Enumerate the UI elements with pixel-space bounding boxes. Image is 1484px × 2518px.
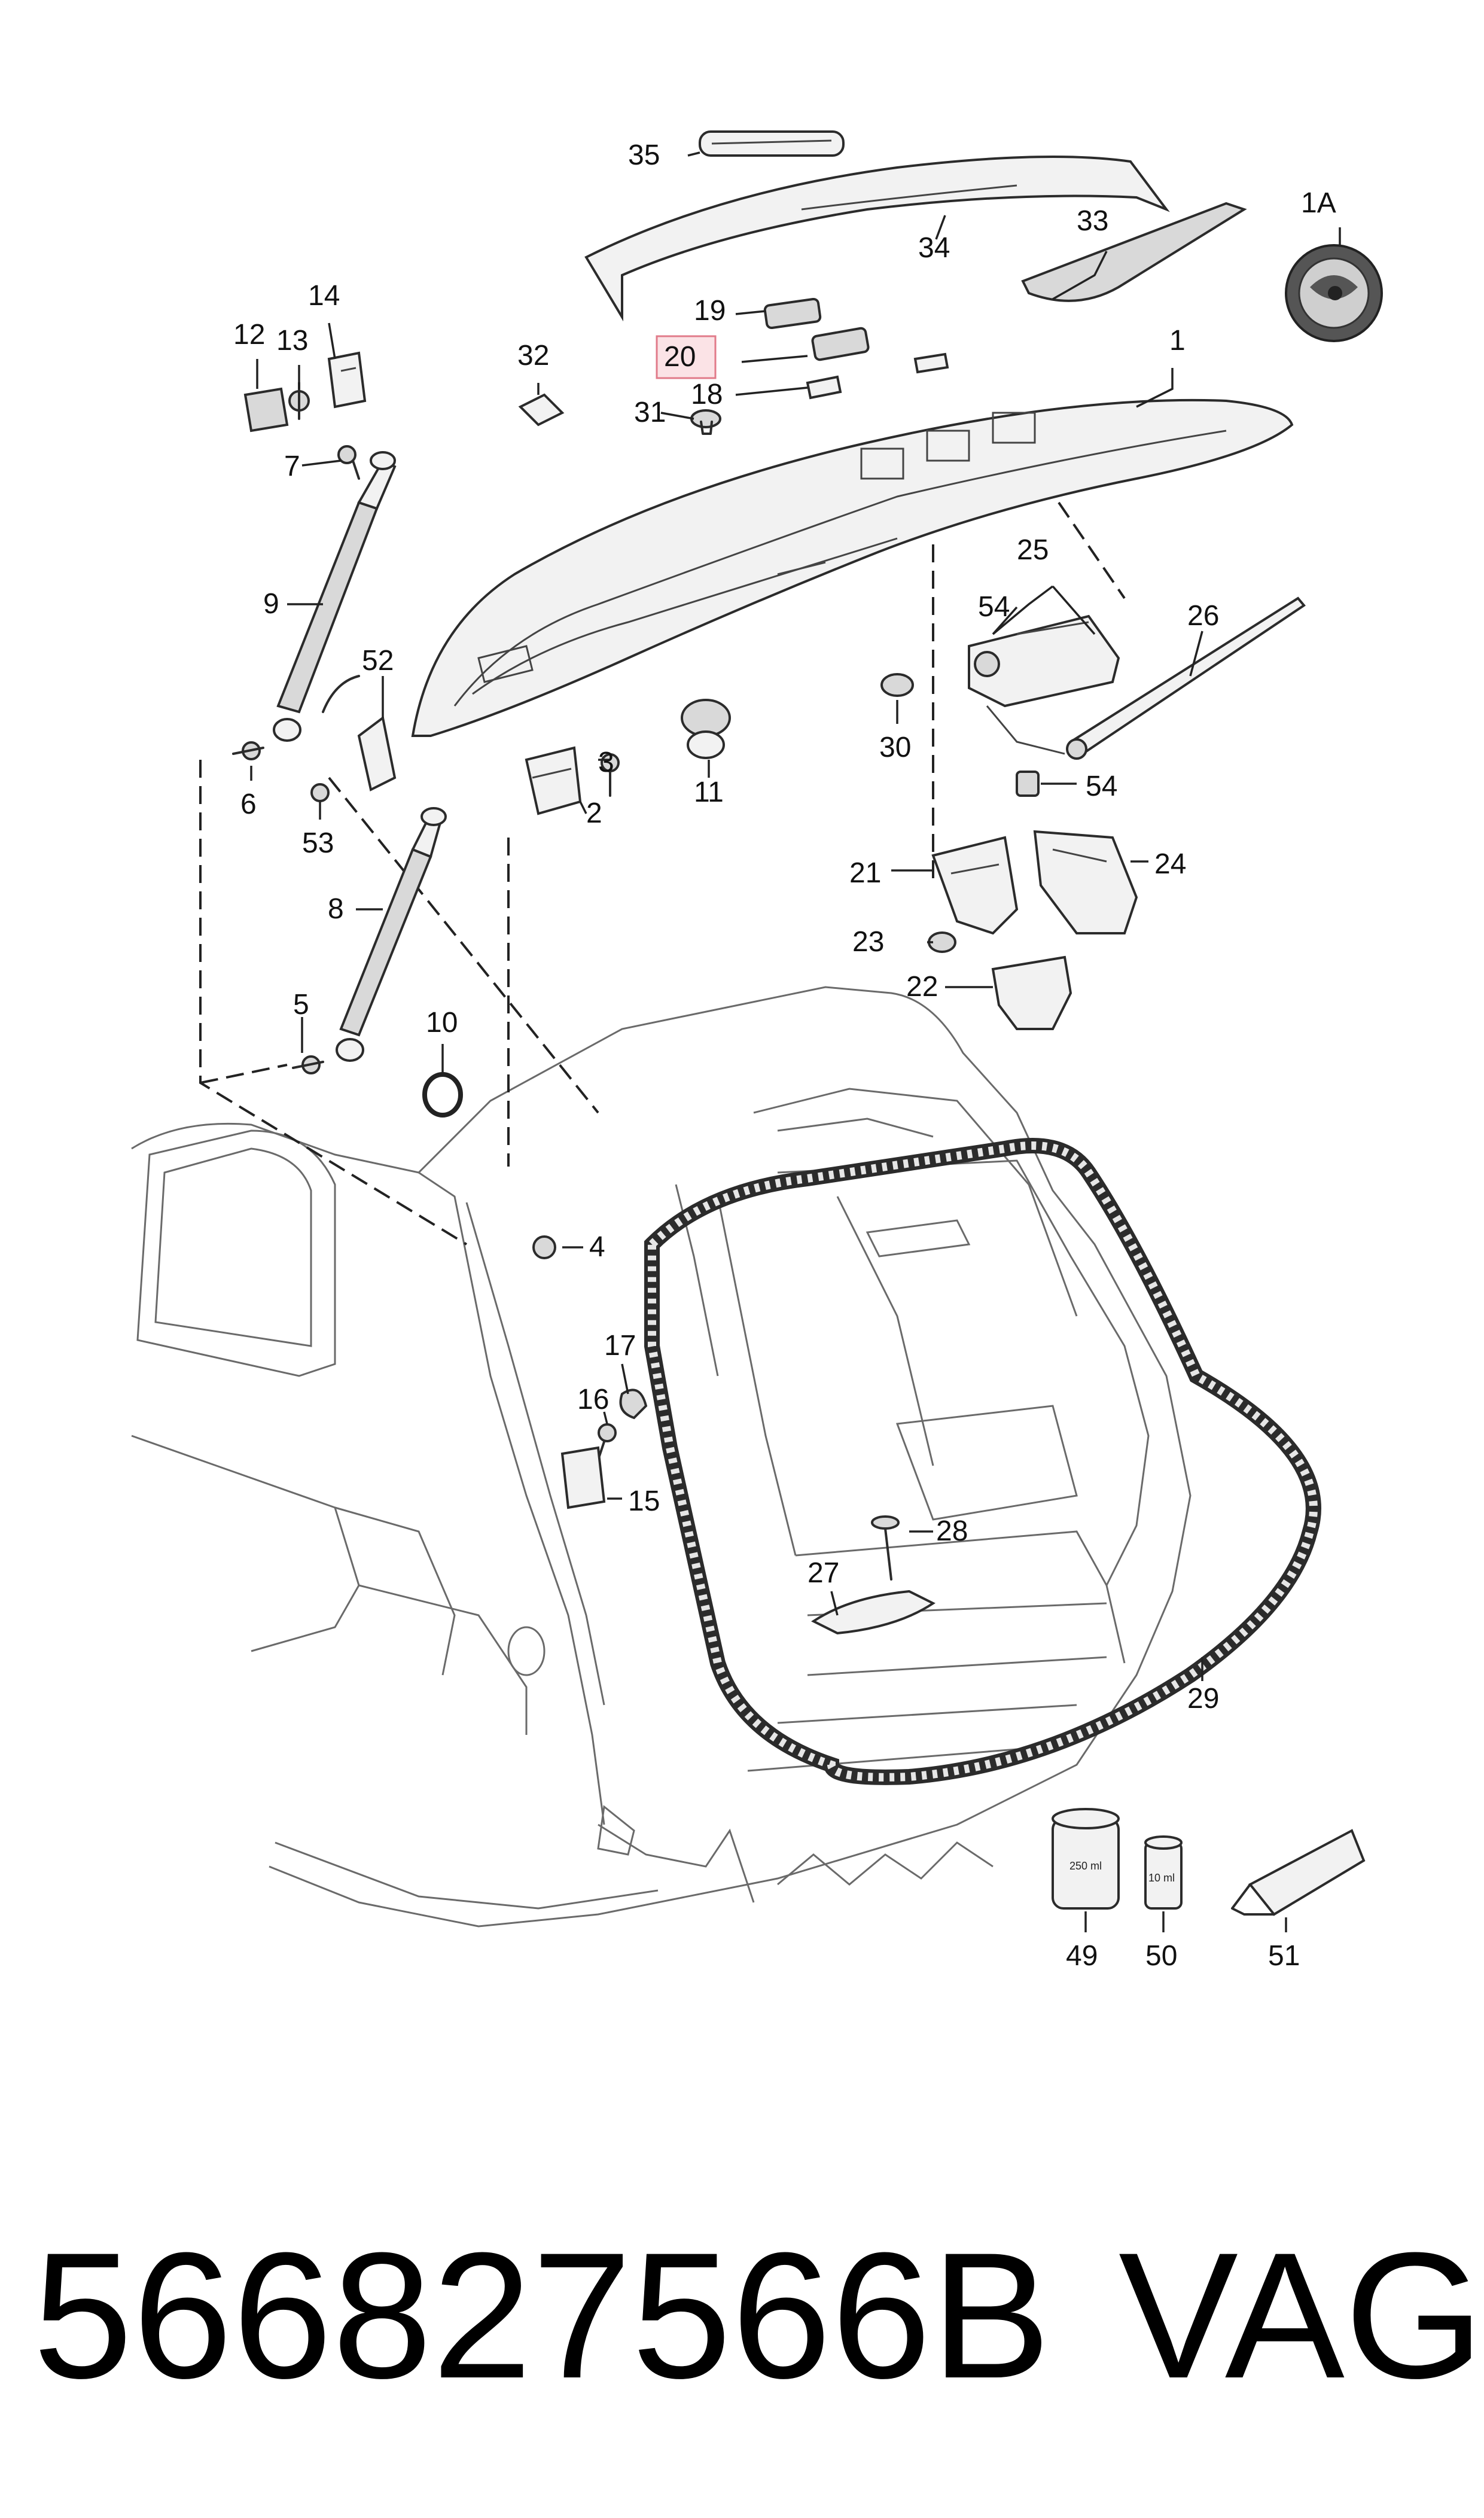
callout-52: 52 <box>362 645 394 677</box>
bumper-12 <box>243 387 289 433</box>
callout-11: 11 <box>694 777 724 808</box>
callout-20: 20 <box>664 341 696 373</box>
car-body-outline <box>131 986 1192 1928</box>
screw-13 <box>288 382 310 420</box>
callout-15: 15 <box>628 1485 660 1517</box>
leader-lines <box>250 151 1341 1932</box>
callout-13: 13 <box>276 325 308 357</box>
callout-9: 9 <box>263 588 279 620</box>
callout-23: 23 <box>852 926 884 958</box>
pad-19 <box>763 297 822 330</box>
handle-22 <box>991 955 1072 1030</box>
highlight-box-20 <box>656 335 717 379</box>
spoiler-34 <box>584 156 1170 322</box>
ballstud-6 <box>232 741 264 760</box>
callout-18: 18 <box>691 379 723 410</box>
callout-54b: 54 <box>1086 771 1117 802</box>
callout-24: 24 <box>1154 848 1186 880</box>
cap-30 <box>880 673 914 697</box>
callout-49: 49 <box>1066 1940 1098 1972</box>
callout-1: 1 <box>1169 325 1186 357</box>
bottle-50-label: 10 ml <box>1148 1872 1175 1884</box>
bracket-27 <box>811 1590 936 1635</box>
screw-16 <box>597 1423 617 1461</box>
lock-cover-24 <box>1033 830 1138 934</box>
bottle-50: 10 ml <box>1144 1835 1183 1910</box>
part-number: 566827566B <box>33 2215 1051 2416</box>
callout-21: 21 <box>849 857 881 889</box>
callout-17: 17 <box>604 1330 636 1362</box>
ballstud-7 <box>337 445 360 480</box>
connector-54 <box>1016 771 1040 797</box>
callout-34: 34 <box>918 232 950 264</box>
callout-28: 28 <box>936 1515 968 1547</box>
grommet-10 <box>422 1072 463 1118</box>
brand-name: VAG <box>1119 2215 1484 2416</box>
tailgate-seal-29 <box>644 1138 1321 1785</box>
sticker-18 <box>806 375 842 400</box>
striker-15 <box>560 1446 606 1509</box>
tailgate-panel-1 <box>411 398 1294 737</box>
callout-10: 10 <box>426 1007 458 1039</box>
callout-35: 35 <box>628 139 660 171</box>
callout-1A: 1A <box>1301 187 1336 219</box>
callout-6: 6 <box>240 788 257 820</box>
sticker-top <box>913 352 949 374</box>
clip-31 <box>690 409 721 435</box>
callout-31: 31 <box>634 397 666 428</box>
gas-strut-9 <box>273 451 397 742</box>
trim-strip-33 <box>1021 202 1247 302</box>
callout-51: 51 <box>1268 1940 1300 1972</box>
lock-21 <box>931 836 1019 935</box>
callout-32: 32 <box>517 340 549 372</box>
gas-strut-8 <box>336 807 447 1062</box>
callout-26: 26 <box>1187 600 1219 632</box>
wiper-motor-25 <box>968 614 1120 755</box>
callout-30: 30 <box>879 732 911 763</box>
bolt-3 <box>601 753 620 797</box>
callout-29: 29 <box>1187 1683 1219 1715</box>
callout-7: 7 <box>284 450 300 482</box>
callout-2: 2 <box>586 797 602 829</box>
bumper-17 <box>619 1389 648 1420</box>
dashed-reference-lines <box>199 501 1126 1246</box>
buffer-11 <box>681 699 731 759</box>
screw-53 <box>310 783 330 802</box>
callout-33: 33 <box>1077 205 1108 237</box>
ballstud-5 <box>292 1055 324 1074</box>
callout-27: 27 <box>807 1557 839 1589</box>
footer: 566827566B VAG <box>0 2225 1484 2477</box>
tube-51 <box>1231 1829 1366 1916</box>
bottle-49-label: 250 ml <box>1069 1860 1102 1872</box>
sticker-32 <box>518 393 565 427</box>
callout-50: 50 <box>1145 1940 1177 1972</box>
callout-5: 5 <box>293 989 309 1021</box>
bottle-49: 250 ml <box>1052 1808 1120 1910</box>
strip-20 <box>741 327 870 363</box>
callout-25: 25 <box>1017 534 1049 566</box>
callout-14: 14 <box>308 280 340 312</box>
callout-22: 22 <box>906 971 938 1003</box>
nut-4 <box>532 1235 556 1259</box>
hinge-2 <box>525 746 582 815</box>
wiper-arm-26 <box>1066 596 1306 760</box>
bracket-52 <box>357 715 397 791</box>
callout-16: 16 <box>577 1384 609 1415</box>
brake-light-35 <box>699 130 845 157</box>
callout-53: 53 <box>302 827 334 859</box>
callout-54a: 54 <box>978 591 1010 623</box>
callout-19: 19 <box>694 295 726 327</box>
callout-8: 8 <box>328 893 344 925</box>
screw-28 <box>871 1515 900 1581</box>
bracket-14 <box>327 351 367 409</box>
callout-3: 3 <box>598 747 614 778</box>
callout-4: 4 <box>589 1231 605 1263</box>
callout-12: 12 <box>233 319 265 351</box>
emblem-1A <box>1285 244 1383 342</box>
